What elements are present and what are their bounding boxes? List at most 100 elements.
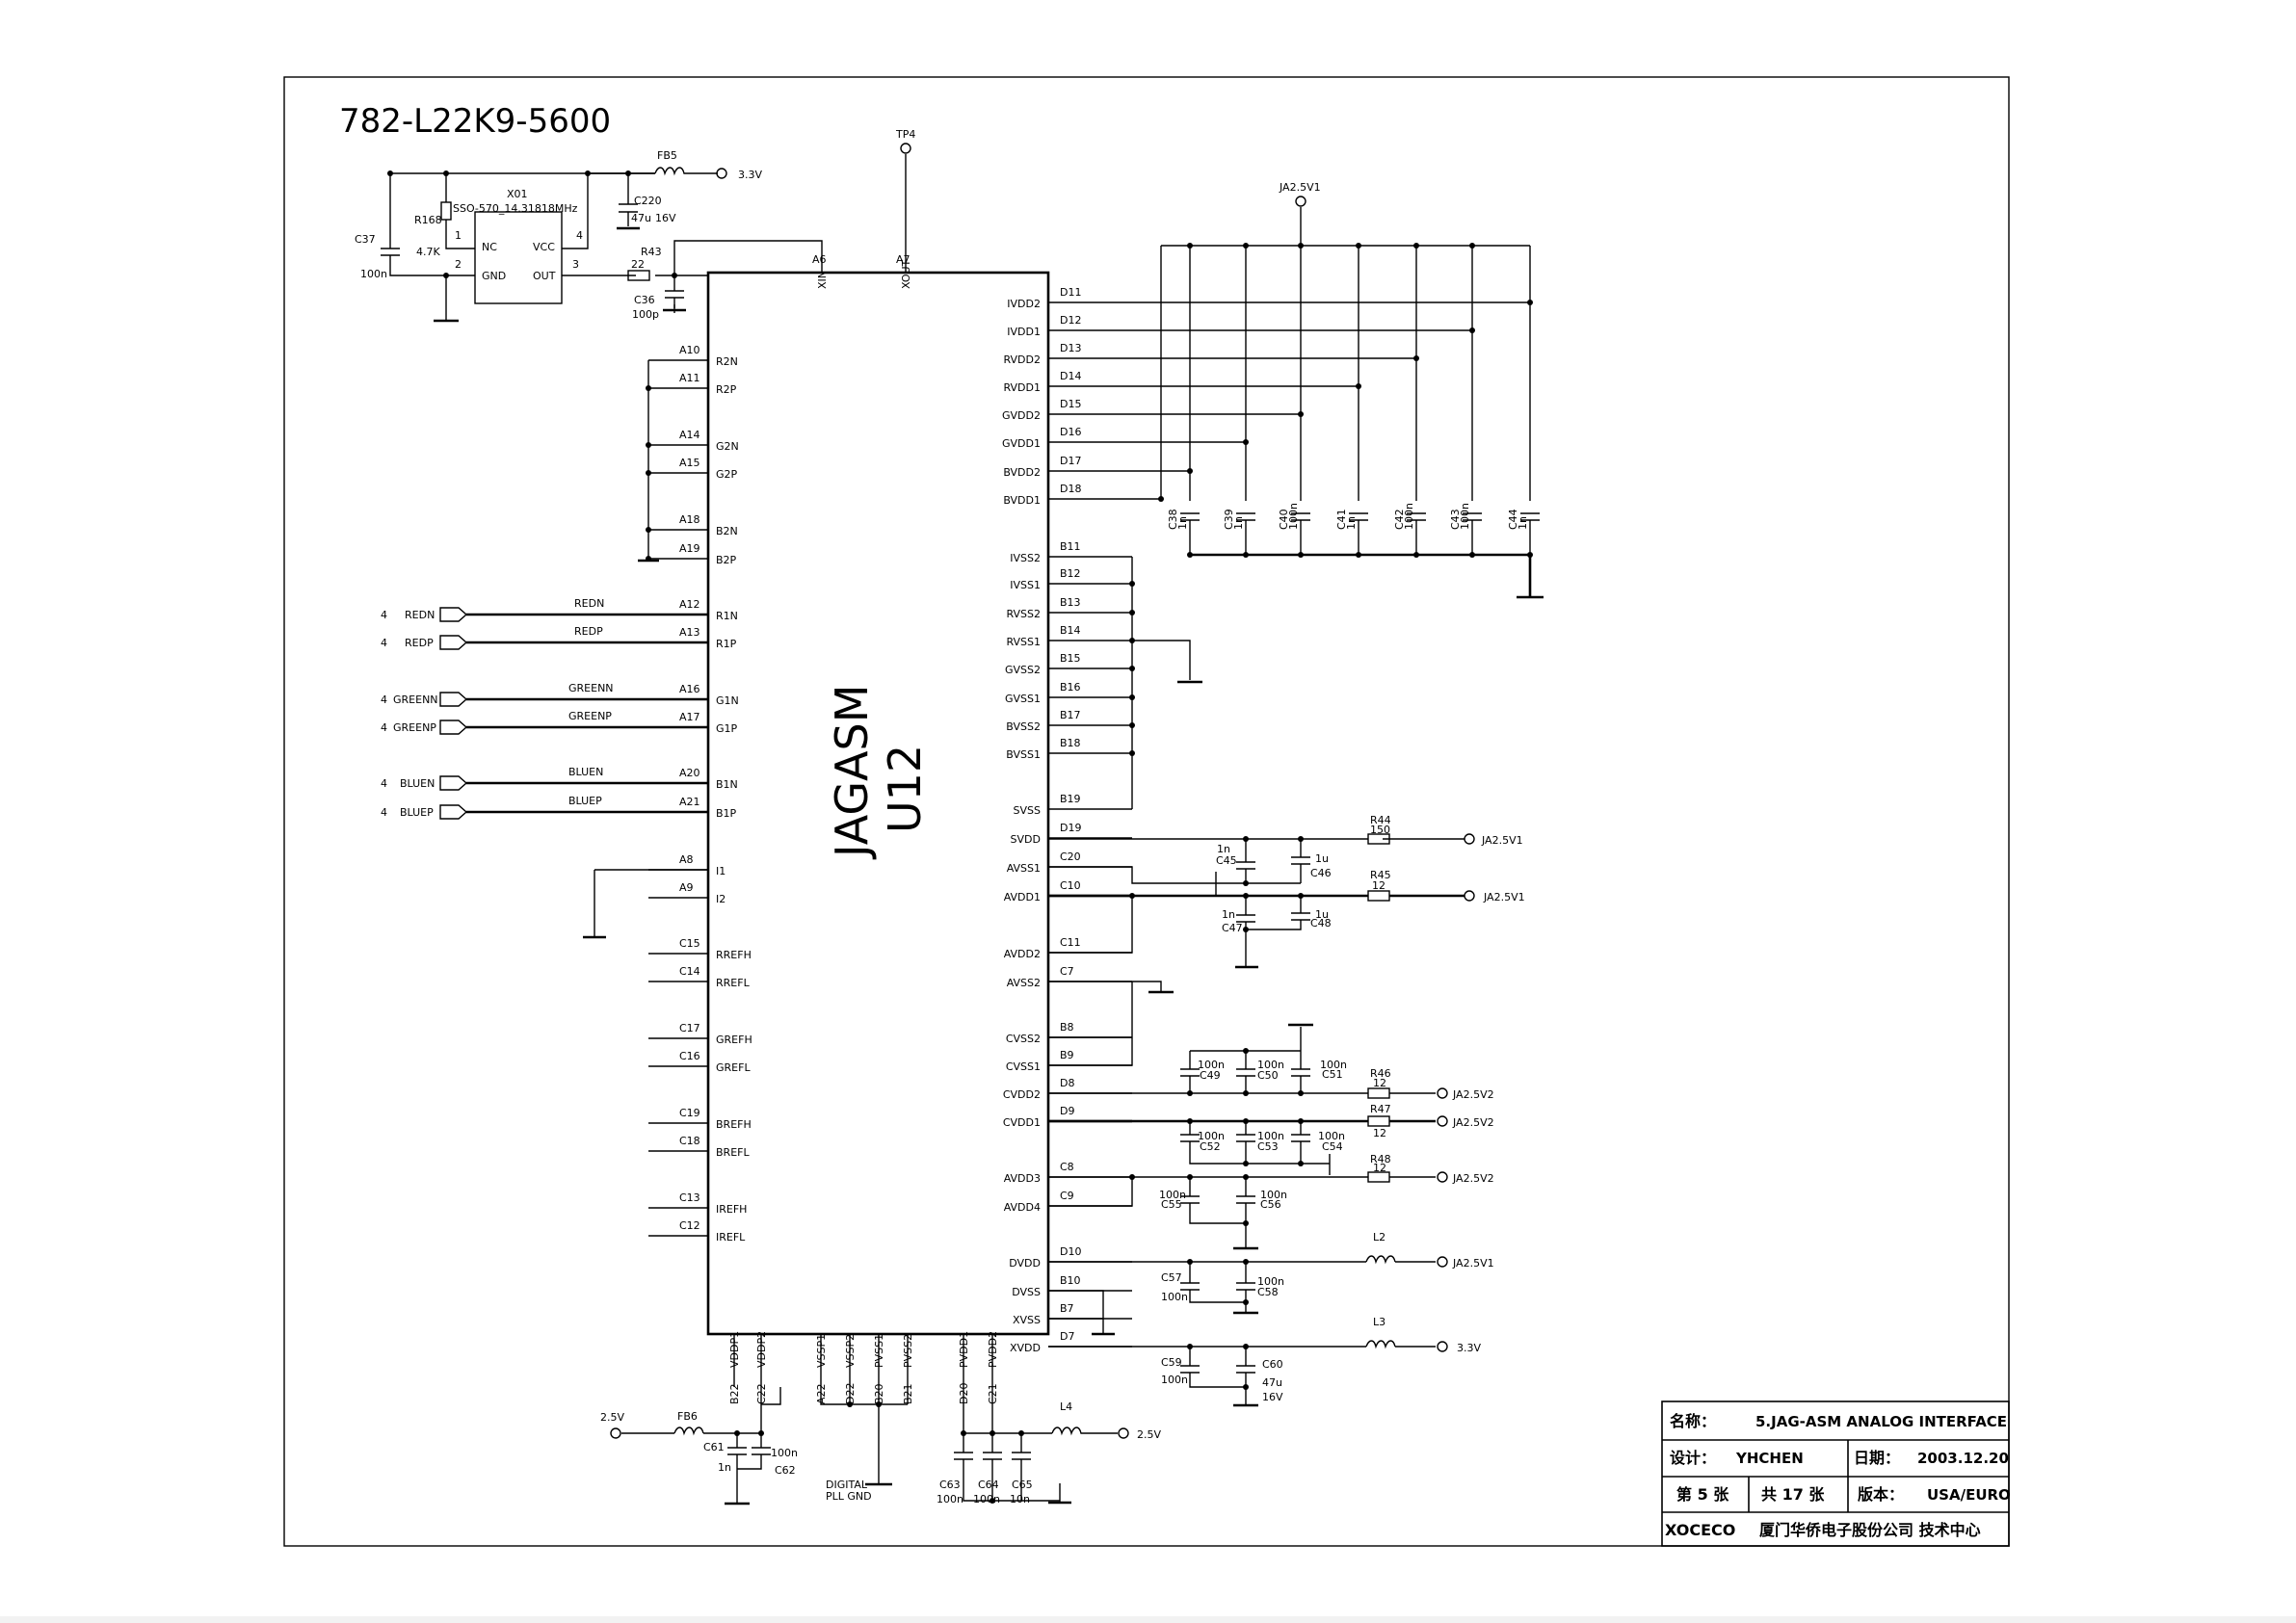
port-ref: 4	[381, 721, 387, 734]
cvdd-supply: R46 12 JA2.5V2 R47 12 JA2.5V2 100n C49 1…	[1048, 1023, 1494, 1175]
pin-name: CVDD1	[1003, 1116, 1041, 1129]
tb-company-name: 厦门华侨电子股份公司 技术中心	[1759, 1521, 1981, 1539]
c37-val: 100n	[360, 268, 387, 280]
c55-ref: C55	[1161, 1198, 1182, 1211]
pin-number: A18	[679, 513, 700, 526]
pin-number: C8	[1060, 1161, 1074, 1173]
pin-number: C20	[1060, 851, 1081, 863]
bottom-supplies: 2.5V FB6 C61 1n 100n C62 DIGITAL PLL GND…	[600, 1387, 1161, 1505]
pin-number: A13	[679, 626, 700, 639]
pin-number: B8	[1060, 1021, 1074, 1034]
pin-name: B2P	[716, 554, 737, 566]
pin-number: A20	[679, 767, 700, 779]
chip-name: JAGASM	[826, 685, 878, 860]
ja25v1-avdd: JA2.5V1	[1483, 891, 1525, 903]
pin-name: PVSS2	[902, 1334, 914, 1368]
net-label: REDP	[574, 625, 603, 638]
ja25v2-avdd3: JA2.5V2	[1452, 1172, 1494, 1185]
pin-number: B14	[1060, 624, 1081, 637]
c63-ref: C63	[939, 1479, 961, 1491]
pin-name: GVSS2	[1005, 664, 1041, 676]
c65-ref: C65	[1012, 1479, 1033, 1491]
pin-name: RVDD1	[1003, 381, 1041, 394]
v33-xvdd: 3.3V	[1457, 1342, 1481, 1354]
pin-number: A7	[896, 253, 910, 266]
r45-ref: R45	[1370, 869, 1391, 881]
junction-dot	[1469, 552, 1475, 558]
pin-number: C9	[1060, 1190, 1074, 1202]
pin-name: G1N	[716, 694, 739, 707]
port-ref: 4	[381, 609, 387, 621]
page-bottom-strip	[0, 1616, 2296, 1623]
r168-val: 4.7K	[416, 246, 440, 258]
x01-ref: X01	[507, 188, 528, 200]
c220-ref: C220	[634, 195, 662, 207]
pin-name: IVSS2	[1010, 552, 1041, 564]
pin-number: A8	[679, 853, 694, 866]
c55-val: 100n	[1159, 1189, 1186, 1201]
pin-name: B1N	[716, 778, 738, 791]
pin-number: A19	[679, 542, 700, 555]
pin-number: D10	[1060, 1245, 1081, 1258]
pin-number: D9	[1060, 1105, 1074, 1117]
port-ref: 4	[381, 806, 387, 819]
v33-top: 3.3V	[738, 169, 762, 181]
r168	[440, 201, 452, 221]
pin-name: B2N	[716, 525, 738, 537]
pin-name: BREFH	[716, 1118, 752, 1131]
r48	[1367, 1171, 1390, 1183]
cap-ref: C40	[1278, 509, 1290, 530]
pin-name: RREFH	[716, 949, 752, 961]
c36-val: 100p	[632, 308, 659, 321]
pin-number: C19	[679, 1107, 700, 1119]
pin-number: A16	[679, 683, 700, 695]
c64-val: 100n	[973, 1493, 1000, 1505]
x01-pin1: 1	[455, 229, 462, 242]
pin-name: XVDD	[1010, 1342, 1041, 1354]
pin-name: AVDD3	[1004, 1172, 1041, 1185]
c49-ref: C49	[1200, 1069, 1221, 1082]
r48-val: 12	[1373, 1162, 1386, 1174]
pin-number: C10	[1060, 879, 1081, 892]
pin-name: CVSS2	[1006, 1033, 1041, 1045]
port-name: BLUEP	[400, 806, 434, 819]
tb-company-code: XOCECO	[1665, 1521, 1735, 1539]
c60-val: 47u	[1262, 1376, 1282, 1389]
pin-number: B11	[1060, 540, 1081, 553]
c54-val: 100n	[1318, 1130, 1345, 1142]
pin-name: VSSP1	[815, 1334, 828, 1368]
pin-name: G2P	[716, 468, 738, 481]
oscillator-circuit: X01 SSO-570_14.31818MHz NC GND VCC OUT 1…	[355, 128, 915, 323]
pin-number: D11	[1060, 286, 1081, 299]
port-name: REDP	[405, 637, 434, 649]
pin-name: GVSS1	[1005, 693, 1041, 705]
tb-design-value: YHCHEN	[1735, 1450, 1804, 1467]
digital-pll-gnd-1: DIGITAL	[826, 1479, 868, 1491]
pin-name: VSSP2	[844, 1334, 857, 1368]
tb-name-value: 5.JAG-ASM ANALOG INTERFACE	[1755, 1413, 2007, 1430]
pin-name: AVDD1	[1004, 891, 1041, 903]
pin-name: IVSS1	[1010, 579, 1041, 591]
c61-ref: C61	[703, 1441, 725, 1453]
port-name: GREENP	[393, 721, 436, 734]
port-name: GREENN	[393, 694, 438, 706]
sheet-border	[283, 76, 2010, 1547]
input-port-redn	[439, 607, 468, 622]
pin-number: A10	[679, 344, 700, 356]
pin-name: SVDD	[1011, 833, 1041, 846]
ja25v1-svdd: JA2.5V1	[1481, 834, 1523, 847]
input-port-bluen	[439, 775, 468, 791]
net-label: GREENN	[568, 682, 614, 694]
pin-number: B7	[1060, 1302, 1074, 1315]
pin-number: A17	[679, 711, 700, 723]
digital-pll-gnd-2: PLL GND	[826, 1490, 872, 1503]
r47	[1367, 1115, 1390, 1127]
pin-name: RVDD2	[1003, 353, 1041, 366]
tb-sheet: 第 5 张	[1676, 1485, 1729, 1504]
pin-name: BVSS2	[1006, 720, 1041, 733]
pin-name: I2	[716, 893, 726, 905]
dvdd-xvdd-supply: L2 JA2.5V1 C57 100n 100n C58 L3 3.3V C59…	[1048, 1231, 1494, 1407]
c54-ref: C54	[1322, 1140, 1343, 1153]
ja25v1-top: JA2.5V1	[1279, 181, 1321, 194]
